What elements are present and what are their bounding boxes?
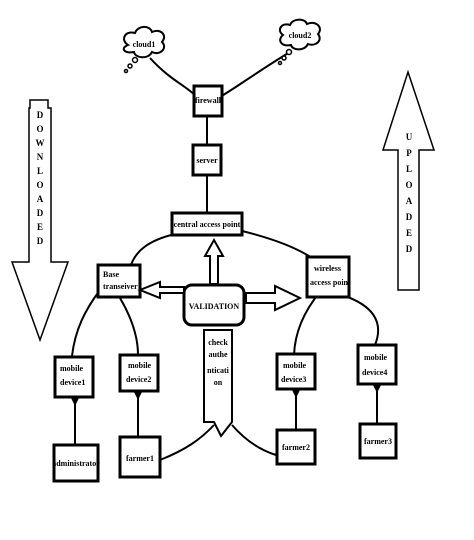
farmer3-label: farmer3 [364,437,392,446]
mobile-device2-label-2: device2 [126,375,151,384]
server-label: server [196,156,218,165]
mobile-device4-label-2: device4 [362,368,387,377]
mobile-device2-label-1: mobile [128,361,152,370]
wireless-ap-label-1: wireless [314,264,341,273]
farmer1-node: farmer1 [118,435,162,479]
check-auth-label-2: authe [208,350,228,359]
downloaded-letter: D [37,236,44,246]
connection-lines [67,51,385,461]
downloaded-letter: D [37,208,44,218]
downloaded-letter: W [36,138,45,148]
farmer2-label: farmer2 [282,443,310,452]
downloaded-letter: D [37,110,44,120]
cloud1-label: cloud1 [133,40,156,49]
central-access-point-node: central access point [170,211,244,237]
uploaded-letter: E [406,228,412,238]
link-cloud1-firewall [149,57,198,98]
mobile-device3-label-1: mobile [283,361,307,370]
mobile-device1-node: mobile device1 [53,355,95,399]
downloaded-letter: O [36,124,43,134]
central-access-point-label: central access point [174,220,241,229]
firewall-label: firewall [195,96,222,105]
mobile-device3-node: mobile device3 [275,352,317,391]
uploaded-letter: U [406,132,413,142]
uploaded-letter: P [406,148,412,158]
mobile-device2-node: mobile device2 [118,353,160,393]
validation-label: VALIDATION [189,302,240,311]
mobile-device3-label-2: device3 [281,375,306,384]
link-farmer1-check [159,424,215,461]
down-arrow-icon [10,99,70,343]
base-transceiver-label-1: Base [103,270,119,279]
uploaded-letter: L [406,164,412,174]
wireless-access-point-node: wireless access point [305,255,351,299]
link-central-ap-base [129,233,176,269]
uploaded-letter: D [406,244,413,254]
validation-arrows [137,237,303,312]
farmer2-node: farmer2 [275,428,317,466]
uploaded-letter: O [405,180,412,190]
link-wireless-md3 [293,291,321,356]
arrow-to-base-icon [137,280,185,300]
link-base-md1 [71,289,101,357]
downloaded-letter: O [36,180,43,190]
downloaded-letter: L [37,166,43,176]
mobile-device1-label-2: device1 [60,378,85,387]
up-arrow-icon [381,69,436,291]
base-transceiver-label-2: transeiver [103,282,138,291]
base-transceiver-node: Base transeiver [96,263,142,299]
downloaded-letter: E [37,222,43,232]
administrator-node: administrator [52,443,100,483]
uploaded-letter: D [406,212,413,222]
server-node: server [191,143,223,177]
administrator-label: administrator [52,459,100,468]
link-base-md2 [119,297,139,356]
farmer3-node: farmer3 [358,422,398,460]
link-central-ap-wireless [237,229,313,259]
check-auth-label-1: check [208,338,228,347]
wireless-ap-label-2: access point [310,278,351,287]
firewall-node: firewall [192,84,224,118]
link-cloud2-firewall [219,51,291,98]
downloaded-letter: A [37,194,44,204]
check-auth-label-4: on [214,378,223,387]
cloud2-shape: cloud2 [277,18,321,66]
mobile-device4-node: mobile device4 [356,343,398,386]
mobile-device4-label-1: mobile [364,353,388,362]
downloaded-letter: N [37,152,44,162]
arrow-to-central-icon [203,237,225,285]
check-authentication-node: check authe nticati on [203,329,233,438]
check-auth-label-3: nticati [207,366,230,375]
cloud2-label: cloud2 [289,31,312,40]
arrow-to-wireless-icon [245,284,303,312]
link-farmer2-check [231,424,277,456]
validation-node: VALIDATION [182,283,246,327]
farmer1-label: farmer1 [126,454,154,463]
link-wireless-md4 [344,295,380,346]
cloud1-shape: cloud1 [122,25,166,74]
uploaded-letter: A [406,196,413,206]
mobile-device1-label-1: mobile [60,364,84,373]
